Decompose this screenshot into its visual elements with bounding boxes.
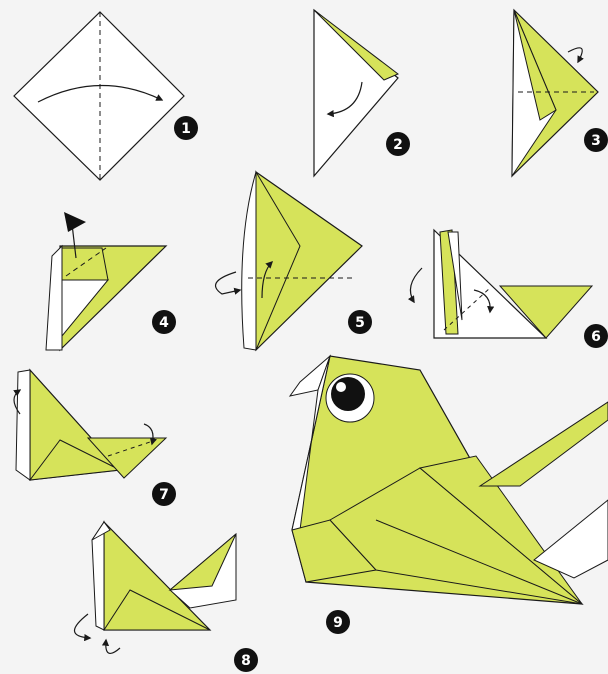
eye-pupil: [331, 377, 365, 411]
step-badge-6: 6: [584, 324, 608, 348]
step-number: 2: [393, 137, 403, 153]
step-badge-5: 5: [348, 310, 372, 334]
fold-arrow-icon: [106, 640, 120, 653]
direction-arrow-icon: [64, 212, 86, 232]
step-9-bird: [290, 356, 608, 604]
fold-arrow-icon: [74, 614, 90, 638]
fold-arrow-icon: [216, 272, 240, 294]
step-number: 3: [591, 133, 601, 149]
step-2-figure: [314, 10, 398, 176]
step-8-figure: [74, 522, 236, 653]
step-number: 4: [159, 315, 169, 331]
step-3-figure: [512, 10, 598, 176]
step-number: 6: [591, 329, 601, 345]
step-badge-4: 4: [152, 310, 176, 334]
step-badge-3: 3: [584, 128, 608, 152]
step-number: 1: [181, 121, 191, 137]
fold-arrow-icon: [568, 48, 582, 62]
step-7-figure: [14, 370, 166, 480]
eye-highlight: [336, 382, 346, 392]
step-badge-1: 1: [174, 116, 198, 140]
step-badge-2: 2: [386, 132, 410, 156]
step-4-figure: [46, 212, 166, 350]
step-1-figure: [14, 12, 184, 180]
step-number: 9: [333, 615, 343, 631]
tail-upper: [480, 402, 608, 486]
step-number: 5: [355, 315, 365, 331]
step-6-figure: [410, 230, 592, 338]
step-5-figure: [216, 172, 362, 350]
step-badge-8: 8: [234, 648, 258, 672]
step-number: 8: [241, 653, 251, 669]
step-number: 7: [159, 487, 169, 503]
step-badge-7: 7: [152, 482, 176, 506]
step-badge-9: 9: [326, 610, 350, 634]
fold-arrow-icon: [410, 268, 422, 302]
